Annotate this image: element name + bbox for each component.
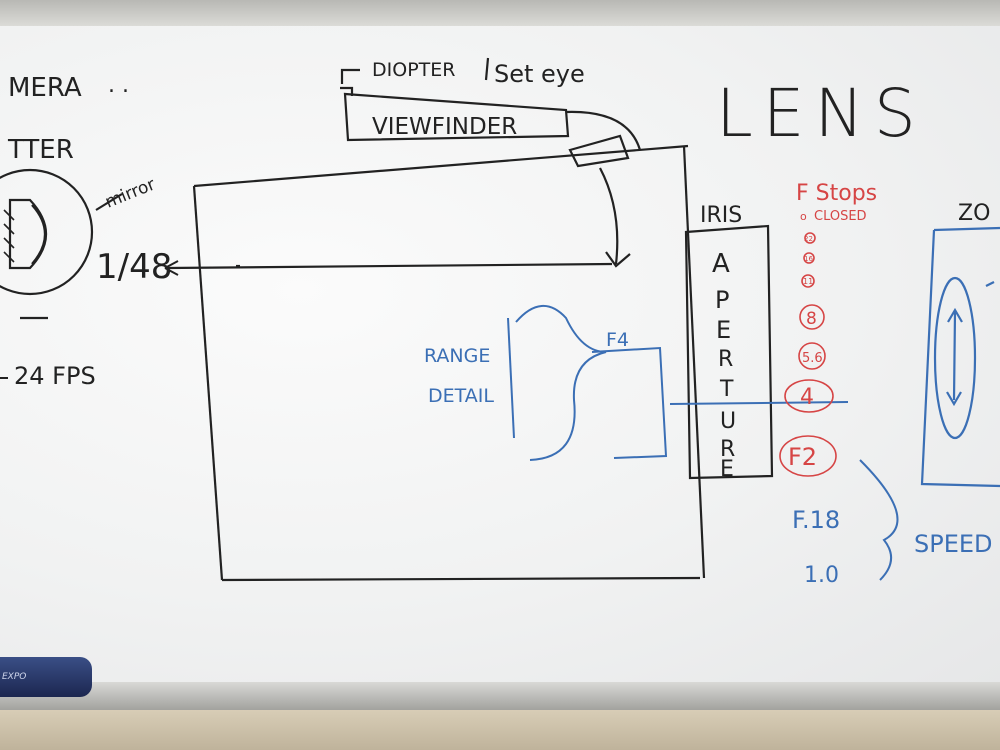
viewfinder-sketch	[340, 57, 642, 268]
fstop-22: 22	[804, 235, 813, 243]
depth-of-field-sketch	[507, 304, 849, 461]
wall-below-board	[0, 710, 1000, 750]
fstop-8: 8	[806, 309, 817, 329]
whiteboard-surface	[0, 26, 1000, 686]
fstop-16: 16	[804, 255, 813, 263]
aperture-box	[684, 224, 774, 480]
zoom-lens-sketch	[920, 226, 1000, 488]
eraser-brand: EXPO	[2, 672, 27, 682]
aperture-letter: U	[720, 409, 736, 434]
aperture-letter: R	[718, 347, 733, 372]
ellipsis-mark: . .	[108, 73, 129, 98]
shutter-mirror-sketch	[0, 168, 123, 320]
fstop-f18: F.18	[792, 506, 840, 534]
fstop-circles	[779, 232, 837, 477]
fstops-heading: F Stops	[796, 181, 877, 206]
mirror-label: mirror	[102, 175, 158, 213]
f4-label: F4	[606, 329, 629, 351]
fstop-11: 11	[803, 277, 813, 286]
eraser	[0, 657, 92, 697]
aperture-letter: P	[715, 286, 729, 314]
aperture-letter: E	[720, 457, 734, 482]
marker-tray	[0, 682, 1000, 712]
fstop-4: 4	[800, 385, 814, 410]
speed-label: SPEED	[914, 530, 993, 558]
closed-label: CLOSED	[814, 209, 867, 224]
fstop-f2: F2	[788, 443, 817, 471]
aperture-letter: T	[719, 377, 734, 402]
detail-label: DETAIL	[428, 385, 494, 407]
diopter-label: DIOPTER	[372, 59, 455, 81]
shutter-word-fragment: TTER	[7, 135, 74, 165]
shutter-angle-label: 1/48	[96, 247, 172, 287]
viewfinder-label: VIEWFINDER	[372, 114, 517, 140]
zoom-fragment: ZO	[958, 201, 990, 226]
closed-dot: o	[800, 210, 807, 223]
arrow-head-left	[164, 260, 179, 276]
camera-body-sketch	[167, 144, 706, 582]
aperture-letters: A P E R T U R E	[712, 249, 736, 482]
fstop-5-6: 5.6	[802, 351, 823, 366]
range-label: RANGE	[424, 345, 490, 367]
aperture-letter: A	[712, 249, 730, 279]
fps-label: 24 FPS	[14, 362, 96, 390]
iris-label: IRIS	[700, 203, 742, 228]
aperture-letter: E	[716, 316, 731, 344]
camera-word-fragment: MERA	[8, 73, 82, 103]
lens-title: LENS	[716, 75, 926, 152]
diopter-note: Set eye	[494, 60, 585, 88]
aperture-letter: R	[720, 437, 735, 462]
speed-brace	[859, 459, 899, 581]
fstop-1-0: 1.0	[804, 563, 839, 588]
